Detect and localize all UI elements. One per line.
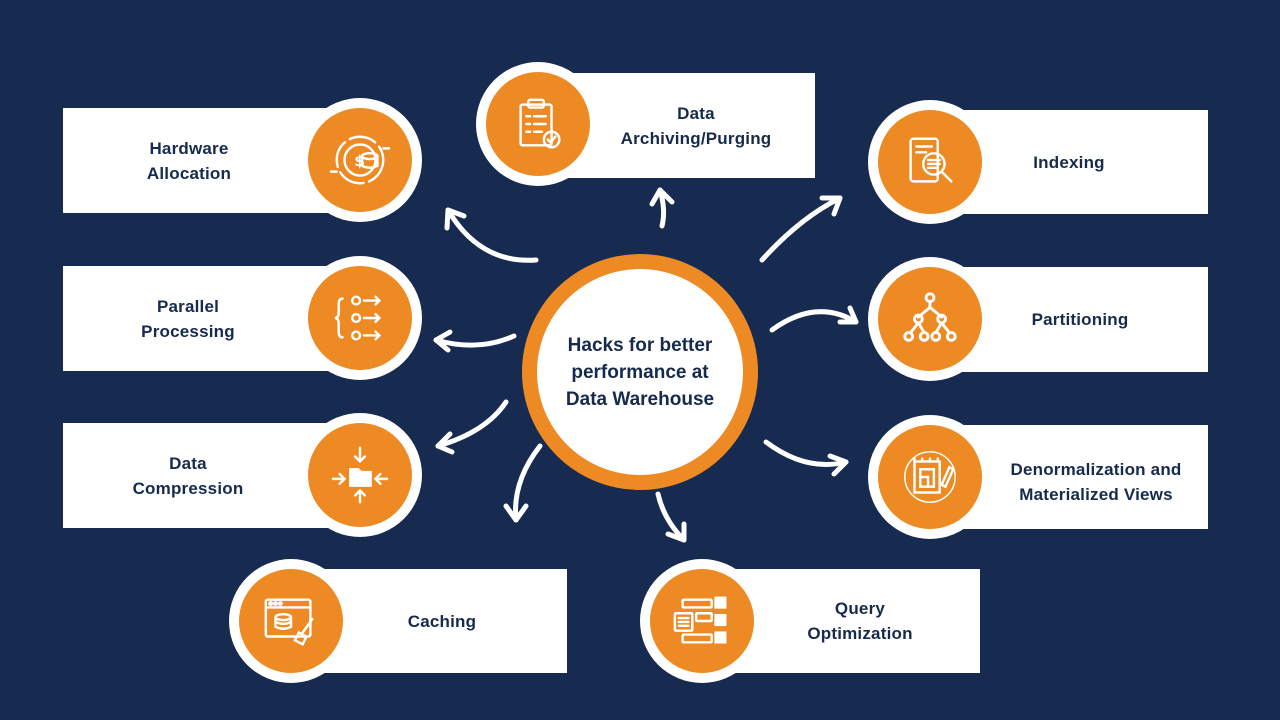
- card-data-archiving: [560, 73, 815, 178]
- badge-data-archiving: [476, 62, 600, 186]
- label-denormalization: Denormalization and Materialized Views: [1010, 460, 1182, 504]
- arrow-to-indexing: [759, 195, 843, 263]
- document-search-icon: [909, 137, 953, 183]
- label-hardware-allocation: Hardware Allocation: [146, 138, 232, 183]
- ranked-list-icon: [673, 596, 727, 644]
- arrow-to-query: [655, 491, 687, 543]
- browser-database-broom-icon: [264, 598, 314, 646]
- arrow-to-caching: [503, 443, 543, 523]
- folder-compress-icon: [331, 446, 389, 504]
- label-indexing: Indexing: [1033, 152, 1105, 172]
- label-data-compression: Data Compression: [132, 453, 244, 498]
- badge-caching: [229, 559, 353, 683]
- tree-hierarchy-icon: [903, 292, 957, 342]
- svg-text:$: $: [354, 152, 365, 170]
- badge-denormalization: [868, 415, 992, 539]
- badge-partitioning: [868, 257, 992, 381]
- badge-parallel-processing: [298, 256, 422, 380]
- clipboard-check-icon: [519, 98, 561, 149]
- arrow-to-partitioning: [769, 305, 859, 333]
- arrow-to-archiving: [649, 187, 675, 229]
- label-parallel-processing: Parallel Processing: [141, 296, 235, 341]
- badge-data-compression: [298, 413, 422, 537]
- label-partitioning: Partitioning: [1031, 310, 1129, 329]
- badge-query-optimization: [640, 559, 764, 683]
- label-data-archiving: Data Archiving/Purging: [620, 103, 772, 148]
- center-hub-inner: Hacks for better performance at Data War…: [537, 269, 743, 475]
- label-caching: Caching: [407, 611, 477, 631]
- center-hub: Hacks for better performance at Data War…: [522, 254, 758, 490]
- arrow-to-denormalization: [763, 439, 849, 477]
- blueprint-icon: [904, 451, 956, 503]
- arrow-to-compression: [435, 399, 509, 455]
- badge-indexing: [868, 100, 992, 224]
- parallel-gears-icon: [334, 295, 382, 341]
- badge-hardware-allocation: $: [298, 98, 422, 222]
- label-query-optimization: Query Optimization: [807, 599, 913, 643]
- arrow-to-hardware: [444, 207, 539, 263]
- arrow-to-parallel: [433, 329, 517, 353]
- coin-chart-icon: $: [329, 135, 391, 185]
- center-title: Hacks for better performance at Data War…: [565, 334, 715, 410]
